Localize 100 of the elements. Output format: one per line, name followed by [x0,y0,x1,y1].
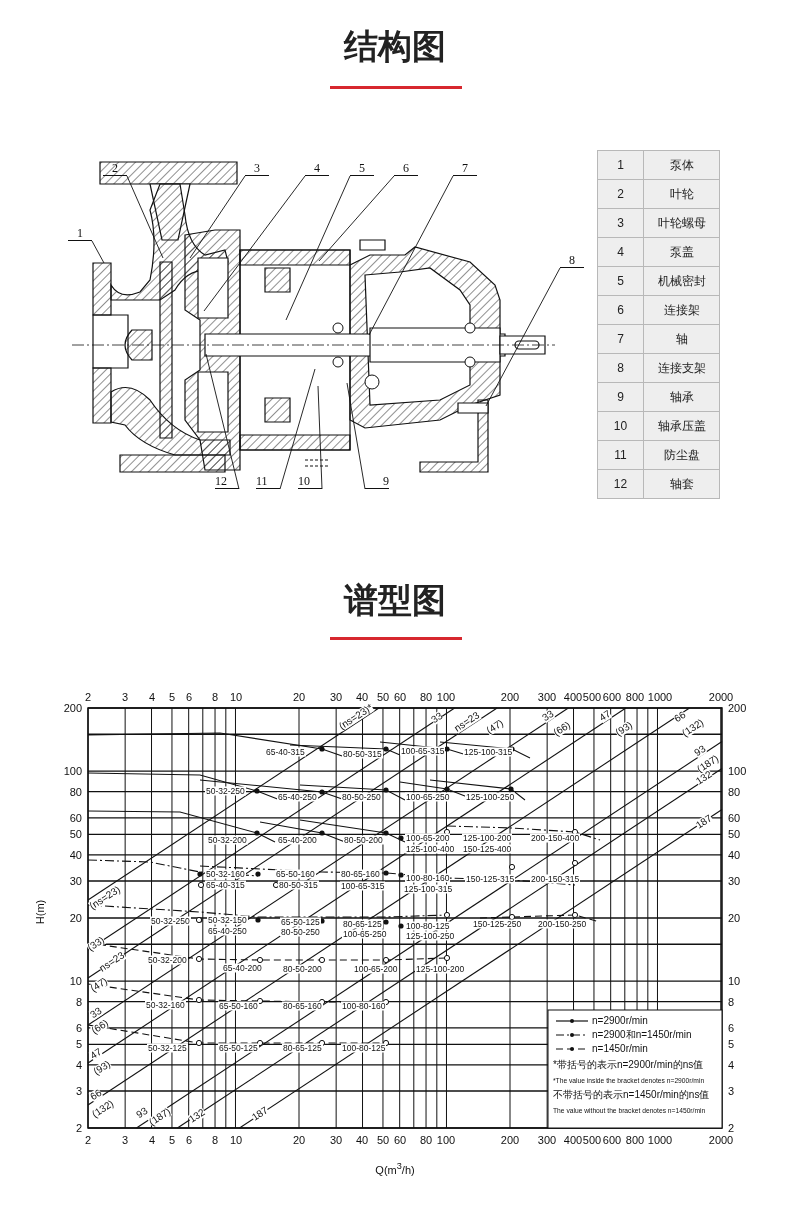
pump-model-label: 50-32-200 [207,835,248,845]
axis-tick-label: 4 [148,691,156,703]
pump-model-label: 100-80-160 [341,1001,387,1011]
pump-model-label: 100-65-315 [340,881,386,891]
pump-model-label: 100-80-125 [405,921,451,931]
table-cell: 轴承 [643,382,720,412]
axis-tick-label: 2 [84,1134,92,1146]
specific-speed-label: 33 [429,710,445,726]
axis-tick-label: 60 [69,812,82,824]
axis-tick-label: 40 [355,691,369,703]
axis-tick-label: 8 [211,1134,219,1146]
leader-line [346,382,366,490]
axis-tick-label: 50 [69,828,82,840]
leader-line [205,353,240,490]
section-heading: 结构图 [344,26,446,66]
pump-model-label: 65-50-160 [218,1001,259,1011]
axis-tick-label: 5 [728,1038,735,1050]
axis-tick-label: 80 [69,786,82,798]
axis-tick-label: 30 [329,691,343,703]
pump-model-label: 150-125-315 [465,874,516,884]
leader-line [189,175,246,259]
table-cell: 10 [597,411,644,441]
axis-tick-label: 40 [355,1134,369,1146]
axis-tick-label: 10 [728,975,741,987]
pump-model-label: 125-100-315 [463,747,514,757]
pump-model-label: 200-150-315 [530,874,581,884]
specific-speed-label: (47) [484,717,506,737]
leader-line [279,368,316,490]
axis-tick-label: 4 [148,1134,156,1146]
pump-model-label: 65-50-160 [275,869,316,879]
leader-line [203,175,306,312]
table-cell: 9 [597,382,644,412]
axis-tick-label: 80 [419,691,433,703]
pump-model-label: 65-40-200 [222,963,263,973]
table-cell: 1 [597,150,644,180]
pump-model-label: 125-100-250 [405,931,456,941]
specific-speed-label: 93 [692,743,708,759]
axis-tick-label: 100 [436,1134,456,1146]
callout-number: 10 [298,474,322,489]
pump-model-label: 65-40-315 [265,747,306,757]
axis-tick-label: 5 [75,1038,82,1050]
axis-tick-label: 20 [728,912,741,924]
axis-tick-label: 6 [185,1134,193,1146]
pump-model-label: 65-50-125 [218,1043,259,1053]
leader-line [317,385,323,490]
legend-text: n=2900r/min [592,1015,648,1027]
axis-tick-label: 800 [625,691,645,703]
axis-tick-label: 3 [121,1134,129,1146]
leader-line [368,175,454,336]
axis-tick-label: 10 [229,1134,243,1146]
table-cell: 叶轮螺母 [643,208,720,238]
axis-tick-label: 3 [728,1085,735,1097]
specific-speed-label: 132 [187,1107,207,1125]
axis-tick-label: 300 [537,1134,557,1146]
legend-text: n=1450r/min [592,1043,648,1055]
pump-model-label: 100-65-200 [353,964,399,974]
axis-tick-label: 4 [75,1059,82,1071]
pump-model-label: 65-40-200 [277,835,318,845]
table-cell: 防尘盘 [643,440,720,470]
leader-line [318,175,395,262]
axis-tick-label: 6 [185,691,193,703]
axis-tick-label: 8 [75,996,82,1008]
axis-tick-label: 4 [728,1059,735,1071]
leader-line [285,175,351,321]
axis-tick-label: 2 [728,1122,735,1134]
legend-text: n=2900和n=1450r/min [592,1029,692,1041]
table-cell: 7 [597,324,644,354]
callout-number: 3 [245,161,269,176]
table-cell: 2 [597,179,644,209]
axis-tick-label: 100 [436,691,456,703]
axis-tick-label: 200 [500,691,520,703]
axis-tick-label: 500 [582,1134,602,1146]
pump-model-label: 50-32-125 [147,1043,188,1053]
table-cell: 连接架 [643,295,720,325]
axis-tick-label: 800 [625,1134,645,1146]
axis-tick-label: 20 [292,1134,306,1146]
pump-model-label: 80-50-315 [342,749,383,759]
axis-tick-label: 2000 [708,1134,734,1146]
leader-line [91,240,105,264]
axis-tick-label: 20 [69,912,82,924]
axis-tick-label: 200 [728,702,747,714]
callout-number: 8 [560,253,584,268]
specific-speed-label: 187 [250,1105,270,1123]
pump-model-label: 50-32-250 [205,786,246,796]
axis-tick-label: 2000 [708,691,734,703]
axis-tick-label: 400 [563,1134,583,1146]
callout-number: 4 [305,161,329,176]
axis-tick-label: 20 [292,691,306,703]
table-cell: 轴 [643,324,720,354]
callout-number: 11 [256,474,280,489]
specific-speed-label: (93) [613,719,635,739]
table-cell: 8 [597,353,644,383]
axis-tick-label: 2 [84,691,92,703]
pump-model-label: 80-50-315 [278,880,319,890]
axis-tick-label: 50 [728,828,741,840]
axis-tick-label: 1000 [647,691,673,703]
axis-tick-label: 2 [75,1122,82,1134]
pump-model-label: 125-100-200 [462,833,513,843]
axis-title: Q(m$^{3}$/h) [375,1160,415,1176]
axis-tick-label: 6 [728,1022,735,1034]
